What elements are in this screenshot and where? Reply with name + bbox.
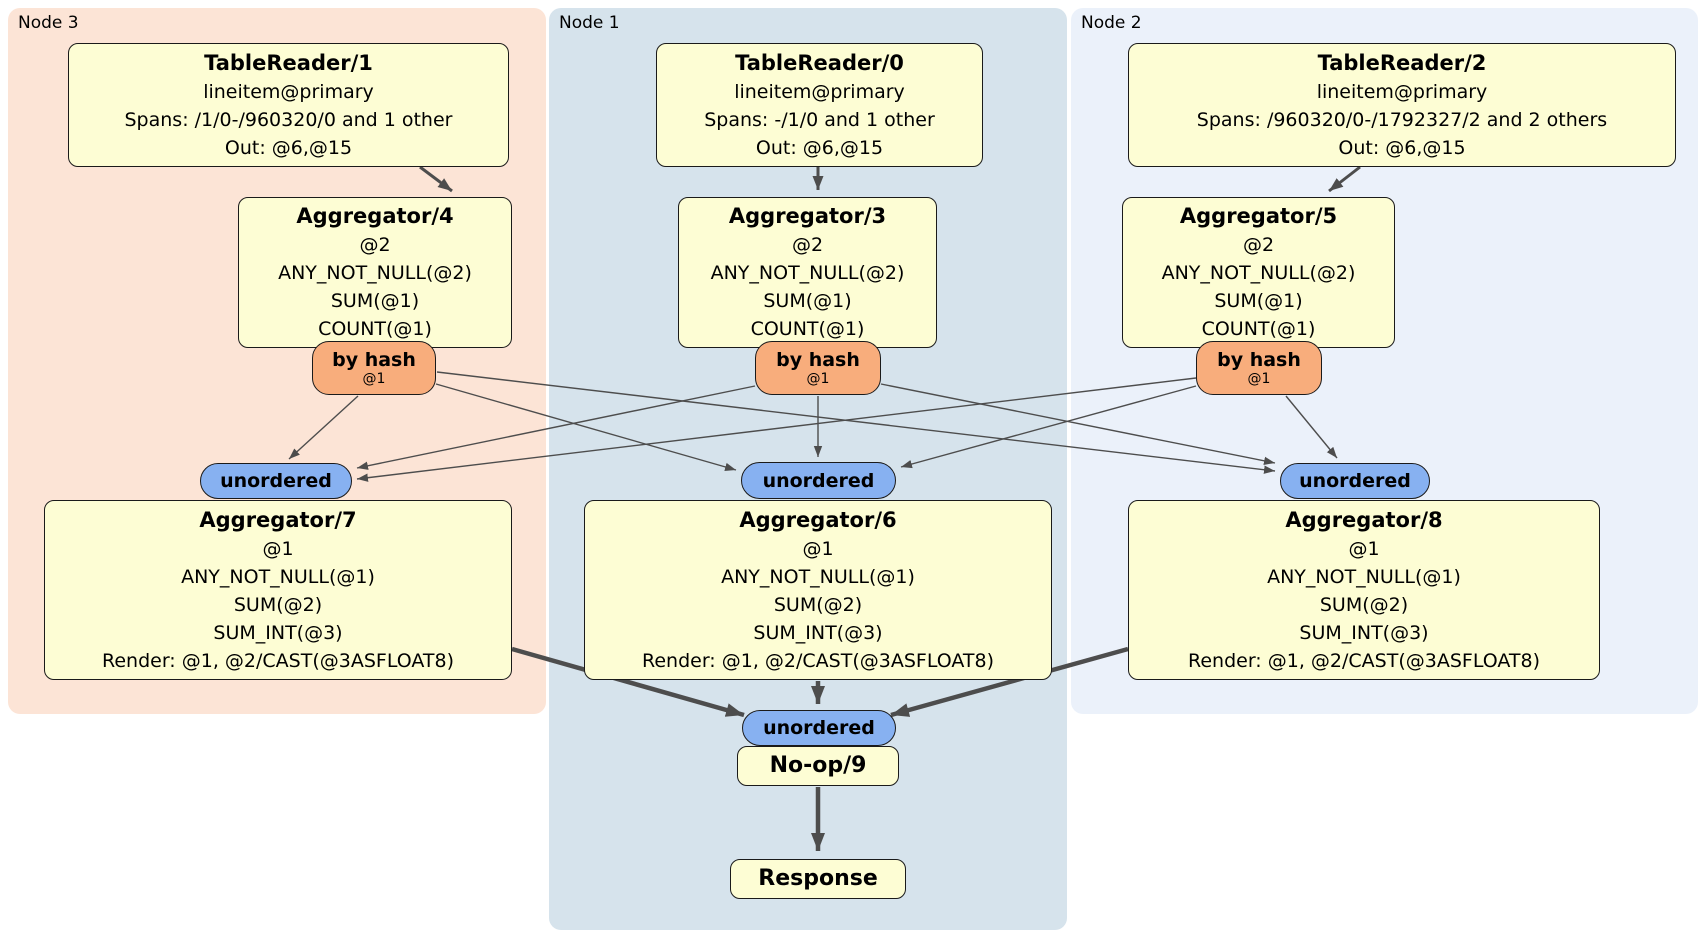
router-by-hash-node3-key: @1 (362, 371, 386, 387)
router-by-hash-node2-key: @1 (1247, 371, 1271, 387)
aggregator-5-fn2: SUM(@1) (1214, 290, 1303, 312)
noop-9-title: No-op/9 (769, 753, 867, 778)
aggregator-8-fn1: ANY_NOT_NULL(@1) (1267, 565, 1461, 588)
aggregator-4-fn1: ANY_NOT_NULL(@2) (278, 262, 472, 284)
router-by-hash-node1-label: by hash (776, 349, 860, 371)
router-by-hash-node1: by hash @1 (755, 341, 881, 395)
router-by-hash-node3: by hash @1 (312, 341, 436, 395)
edge-hash3-un7 (356, 385, 756, 470)
sync-unordered-node1-label: unordered (762, 469, 875, 492)
aggregator-7-fn3: SUM_INT(@3) (213, 621, 343, 644)
tablereader-1-index: lineitem@primary (203, 80, 374, 103)
noop-9-box: No-op/9 (737, 746, 899, 786)
tablereader-2-box: TableReader/2 lineitem@primary Spans: /9… (1128, 43, 1676, 167)
router-by-hash-node1-key: @1 (806, 371, 830, 387)
aggregator-7-fn2: SUM(@2) (233, 593, 323, 616)
aggregator-4-group: @2 (359, 234, 391, 256)
aggregator-6-group: @1 (802, 537, 834, 560)
aggregator-5-fn1: ANY_NOT_NULL(@2) (1161, 262, 1356, 284)
aggregator-6-title: Aggregator/6 (739, 507, 897, 532)
edge-hash3-un8 (880, 383, 1276, 465)
aggregator-8-render: Render: @1, @2/CAST(@3ASFLOAT8) (1188, 649, 1540, 672)
response-box: Response (730, 859, 906, 899)
sync-unordered-node1: unordered (741, 462, 896, 499)
tablereader-2-out: Out: @6,@15 (1338, 136, 1466, 159)
aggregator-4-title: Aggregator/4 (296, 204, 454, 228)
tablereader-0-index: lineitem@primary (734, 80, 905, 103)
sync-unordered-node3: unordered (200, 463, 352, 499)
aggregator-3-fn2: SUM(@1) (763, 290, 852, 312)
sync-unordered-node2-label: unordered (1299, 470, 1411, 492)
aggregator-4-fn2: SUM(@1) (330, 290, 420, 312)
edge-hash4-un6 (435, 383, 737, 472)
tablereader-2-title: TableReader/2 (1317, 50, 1487, 75)
aggregator-3-group: @2 (791, 234, 824, 256)
aggregator-8-box: Aggregator/8 @1 ANY_NOT_NULL(@1) SUM(@2)… (1128, 500, 1600, 680)
aggregator-6-fn2: SUM(@2) (773, 593, 863, 616)
tablereader-1-title: TableReader/1 (204, 50, 373, 75)
aggregator-7-title: Aggregator/7 (199, 507, 357, 532)
router-by-hash-node2: by hash @1 (1196, 341, 1322, 395)
edge-hash4-un8 (436, 371, 1276, 474)
aggregator-6-fn3: SUM_INT(@3) (753, 621, 883, 644)
edge-hash5-un6 (900, 385, 1197, 469)
edge-hash5-un7 (356, 377, 1197, 482)
aggregator-7-box: Aggregator/7 @1 ANY_NOT_NULL(@1) SUM(@2)… (44, 500, 512, 680)
aggregator-3-fn3: COUNT(@1) (750, 318, 865, 340)
aggregator-3-title: Aggregator/3 (728, 204, 887, 228)
aggregator-4-fn3: COUNT(@1) (318, 318, 432, 340)
tablereader-1-out: Out: @6,@15 (224, 136, 353, 159)
tablereader-2-spans: Spans: /960320/0-/1792327/2 and 2 others (1196, 108, 1608, 131)
sync-unordered-node2: unordered (1280, 463, 1430, 499)
tablereader-1-spans: Spans: /1/0-/960320/0 and 1 other (124, 108, 453, 131)
tablereader-0-title: TableReader/0 (735, 50, 904, 75)
edge-tr1-agg4 (419, 165, 453, 193)
aggregator-3-box: Aggregator/3 @2 ANY_NOT_NULL(@2) SUM(@1)… (678, 197, 937, 348)
router-by-hash-node2-label: by hash (1217, 349, 1301, 371)
aggregator-5-title: Aggregator/5 (1179, 204, 1338, 228)
edge-agg8-final (890, 646, 1129, 718)
aggregator-7-group: @1 (262, 537, 294, 560)
tablereader-2-index: lineitem@primary (1316, 80, 1488, 103)
edge-hash4-un7 (288, 395, 359, 460)
aggregator-6-render: Render: @1, @2/CAST(@3ASFLOAT8) (642, 649, 994, 672)
edge-hash5-un8 (1285, 395, 1338, 459)
tablereader-0-box: TableReader/0 lineitem@primary Spans: -/… (656, 43, 983, 167)
aggregator-6-fn1: ANY_NOT_NULL(@1) (721, 565, 915, 588)
sync-unordered-final-label: unordered (763, 717, 875, 739)
aggregator-5-fn3: COUNT(@1) (1201, 318, 1316, 340)
edge-tr2-agg5 (1328, 165, 1361, 193)
sync-unordered-final: unordered (742, 710, 896, 746)
edge-agg7-final (511, 646, 745, 718)
node1-label: Node 1 (559, 13, 620, 33)
aggregator-5-group: @2 (1242, 234, 1275, 256)
router-by-hash-node3-label: by hash (332, 349, 416, 371)
aggregator-8-group: @1 (1348, 537, 1380, 560)
tablereader-1-box: TableReader/1 lineitem@primary Spans: /1… (68, 43, 509, 167)
tablereader-0-out: Out: @6,@15 (755, 136, 884, 159)
tablereader-0-spans: Spans: -/1/0 and 1 other (704, 108, 935, 131)
node2-label: Node 2 (1081, 13, 1142, 33)
sync-unordered-node3-label: unordered (220, 470, 332, 492)
aggregator-3-fn1: ANY_NOT_NULL(@2) (710, 262, 905, 284)
aggregator-4-box: Aggregator/4 @2 ANY_NOT_NULL(@2) SUM(@1)… (238, 197, 512, 348)
aggregator-8-title: Aggregator/8 (1285, 507, 1443, 532)
node3-label: Node 3 (18, 13, 79, 33)
aggregator-8-fn2: SUM(@2) (1319, 593, 1409, 616)
aggregator-7-fn1: ANY_NOT_NULL(@1) (181, 565, 375, 588)
aggregator-5-box: Aggregator/5 @2 ANY_NOT_NULL(@2) SUM(@1)… (1122, 197, 1395, 348)
response-title: Response (758, 866, 878, 891)
aggregator-6-box: Aggregator/6 @1 ANY_NOT_NULL(@1) SUM(@2)… (584, 500, 1052, 680)
aggregator-8-fn3: SUM_INT(@3) (1299, 621, 1429, 644)
aggregator-7-render: Render: @1, @2/CAST(@3ASFLOAT8) (102, 649, 454, 672)
